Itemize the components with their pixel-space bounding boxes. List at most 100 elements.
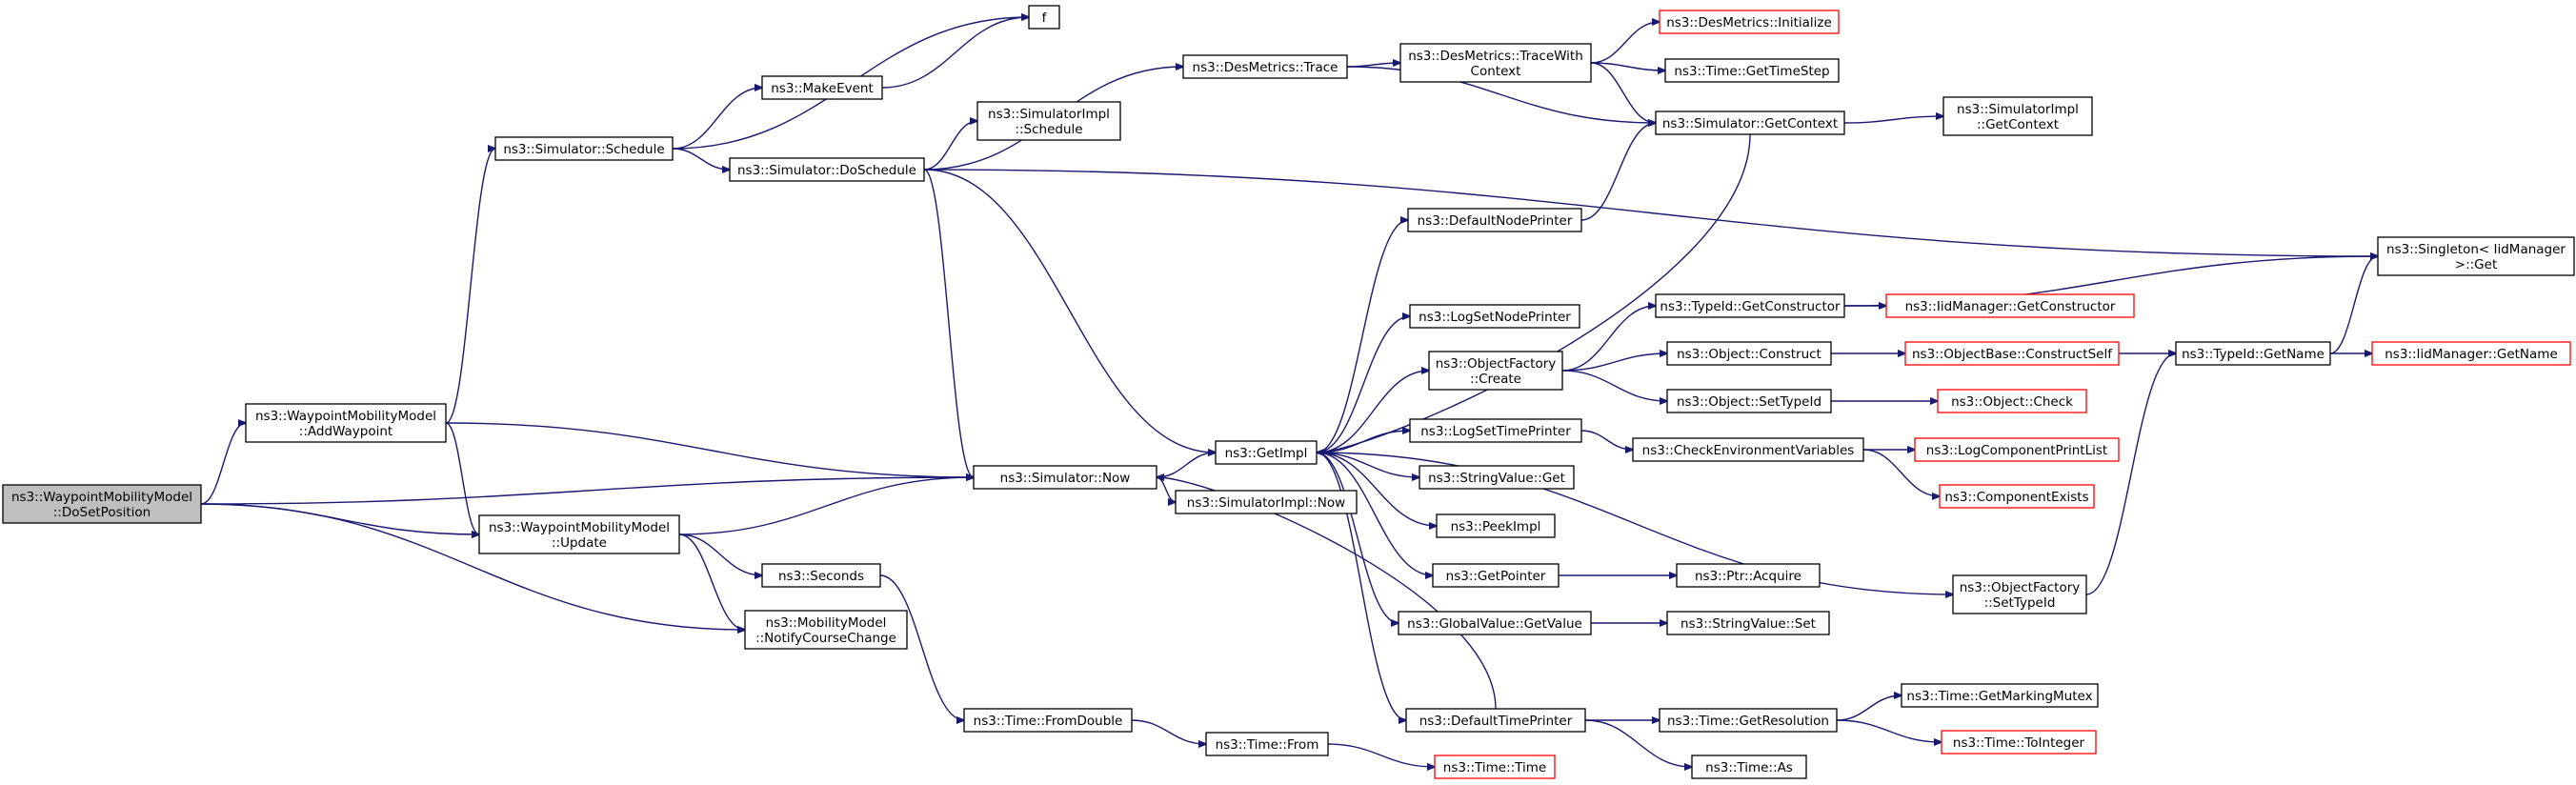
call-edge-deftimeprinter-to-now bbox=[1157, 477, 1497, 710]
call-edge-update-to-notify bbox=[678, 533, 745, 630]
node-label: ::Schedule bbox=[1015, 122, 1082, 137]
node-objconstruct[interactable]: ns3::Object::Construct bbox=[1666, 341, 1832, 366]
node-box bbox=[1407, 208, 1582, 232]
node-box bbox=[1942, 96, 2093, 136]
node-box bbox=[973, 465, 1157, 490]
node-deftimeprinter[interactable]: ns3::DefaultTimePrinter bbox=[1405, 708, 1586, 733]
call-edge-doschedule-to-simimplsched bbox=[923, 121, 977, 171]
node-tidgetctor[interactable]: ns3::TypeId::GetConstructor bbox=[1655, 293, 1845, 318]
node-label: ns3::Object::Check bbox=[1951, 394, 2073, 410]
node-box bbox=[1028, 5, 1060, 30]
node-label: ns3::TypeId::GetName bbox=[2182, 347, 2324, 362]
node-defnodeprinter[interactable]: ns3::DefaultNodePrinter bbox=[1407, 208, 1582, 232]
node-notify[interactable]: ns3::MobilityModel::NotifyCourseChange bbox=[744, 610, 908, 650]
node-timetime[interactable]: ns3::Time::Time bbox=[1434, 755, 1556, 779]
node-label: ns3::LogComponentPrintList bbox=[1926, 443, 2107, 458]
node-simimplnow[interactable]: ns3::SimulatorImpl::Now bbox=[1175, 490, 1358, 514]
node-label: ns3::Object::Construct bbox=[1677, 347, 1821, 362]
node-ptracquire[interactable]: ns3::Ptr::Acquire bbox=[1676, 563, 1821, 588]
node-obconstructself[interactable]: ns3::ObjectBase::ConstructSelf bbox=[1904, 341, 2120, 366]
call-edge-getimpl-to-peekimpl bbox=[1316, 452, 1437, 526]
call-edge-doset-to-notify bbox=[200, 503, 745, 630]
node-stringset[interactable]: ns3::StringValue::Set bbox=[1666, 611, 1830, 635]
node-fromdouble[interactable]: ns3::Time::FromDouble bbox=[963, 708, 1133, 733]
node-box bbox=[1655, 111, 1845, 135]
call-edge-ofcreate-to-tidgetctor bbox=[1561, 306, 1656, 372]
node-seconds[interactable]: ns3::Seconds bbox=[761, 563, 881, 588]
call-edge-getimpl-to-defnodeprinter bbox=[1316, 220, 1408, 453]
node-ofcreate[interactable]: ns3::ObjectFactory::Create bbox=[1428, 351, 1563, 391]
call-edge-update-to-seconds bbox=[678, 533, 762, 575]
node-dminit[interactable]: ns3::DesMetrics::Initialize bbox=[1659, 10, 1840, 34]
node-box bbox=[1434, 755, 1556, 779]
node-getresolution[interactable]: ns3::Time::GetResolution bbox=[1659, 708, 1838, 733]
node-box bbox=[1399, 43, 1592, 83]
call-edge-getimpl-to-getpointer bbox=[1316, 452, 1433, 575]
call-edge-now-to-simimplnow bbox=[1156, 476, 1176, 502]
node-simimplgetctx[interactable]: ns3::SimulatorImpl::GetContext bbox=[1942, 96, 2093, 136]
call-edge-getimpl-to-stringget bbox=[1316, 452, 1419, 477]
node-objcheck[interactable]: ns3::Object::Check bbox=[1937, 389, 2087, 413]
node-label: ns3::MobilityModel bbox=[766, 615, 887, 631]
node-doset[interactable]: ns3::WaypointMobilityModel::DoSetPositio… bbox=[2, 484, 202, 524]
node-stringget[interactable]: ns3::StringValue::Get bbox=[1419, 465, 1575, 490]
call-edge-getimpl-to-ofcreate bbox=[1316, 371, 1429, 453]
node-singleton[interactable]: ns3::Singleton< IidManager>::Get bbox=[2377, 236, 2575, 276]
node-label: ns3::Simulator::DoSchedule bbox=[737, 163, 916, 178]
node-label: ::DoSetPosition bbox=[53, 505, 151, 520]
node-update[interactable]: ns3::WaypointMobilityModel::Update bbox=[478, 514, 680, 554]
node-dmtrace[interactable]: ns3::DesMetrics::Trace bbox=[1182, 54, 1348, 79]
node-label: ns3::IidManager::GetConstructor bbox=[1905, 299, 2116, 314]
call-edge-logsettime-to-checkenv bbox=[1580, 430, 1633, 450]
node-label: ns3::MakeEvent bbox=[771, 81, 874, 96]
node-box bbox=[1632, 437, 1864, 462]
node-getmarkingmutex[interactable]: ns3::Time::GetMarkingMutex bbox=[1901, 683, 2099, 708]
call-edge-checkenv-to-compexists bbox=[1862, 449, 1940, 496]
node-label: ns3::StringValue::Get bbox=[1428, 471, 1565, 486]
node-getpointer[interactable]: ns3::GetPointer bbox=[1432, 563, 1560, 588]
node-getimpl[interactable]: ns3::GetImpl bbox=[1215, 440, 1318, 465]
call-edge-dmtracewith-to-simgetctx bbox=[1590, 62, 1656, 123]
call-edge-dmtracewith-to-gettimestep bbox=[1590, 62, 1665, 70]
node-label: ns3::Simulator::Schedule bbox=[503, 142, 664, 157]
node-compexists[interactable]: ns3::ComponentExists bbox=[1939, 484, 2095, 509]
call-edge-deftimeprinter-to-timeas bbox=[1584, 719, 1692, 767]
node-label: ns3::DesMetrics::TraceWith bbox=[1408, 49, 1583, 64]
node-iidgetctor[interactable]: ns3::IidManager::GetConstructor bbox=[1885, 293, 2135, 318]
node-objsettypeid[interactable]: ns3::Object::SetTypeId bbox=[1666, 389, 1832, 413]
node-ofsettypeid[interactable]: ns3::ObjectFactory::SetTypeId bbox=[1952, 574, 2087, 614]
node-label: ns3::GetPointer bbox=[1446, 569, 1546, 584]
node-now[interactable]: ns3::Simulator::Now bbox=[973, 465, 1157, 490]
node-iidgetname[interactable]: ns3::IidManager::GetName bbox=[2371, 341, 2571, 366]
node-label: ns3::SimulatorImpl bbox=[988, 107, 1110, 122]
call-edge-doset-to-addwp bbox=[200, 423, 246, 505]
node-label: >::Get bbox=[2455, 257, 2497, 272]
node-logcompprint[interactable]: ns3::LogComponentPrintList bbox=[1914, 437, 2120, 462]
node-gettimestep[interactable]: ns3::Time::GetTimeStep bbox=[1664, 58, 1840, 83]
call-edge-dmtrace-to-simgetctx bbox=[1346, 66, 1656, 123]
node-doschedule[interactable]: ns3::Simulator::DoSchedule bbox=[729, 157, 925, 182]
node-checkenv[interactable]: ns3::CheckEnvironmentVariables bbox=[1632, 437, 1864, 462]
node-makeevent[interactable]: ns3::MakeEvent bbox=[761, 75, 883, 100]
node-addwp[interactable]: ns3::WaypointMobilityModel::AddWaypoint bbox=[245, 403, 447, 443]
node-simgetctx[interactable]: ns3::Simulator::GetContext bbox=[1655, 111, 1845, 135]
node-f[interactable]: f bbox=[1028, 5, 1060, 30]
node-logsettime[interactable]: ns3::LogSetTimePrinter bbox=[1409, 418, 1582, 443]
node-label: ns3::CheckEnvironmentVariables bbox=[1642, 443, 1855, 458]
node-timeas[interactable]: ns3::Time::As bbox=[1691, 755, 1807, 779]
node-tointeger[interactable]: ns3::Time::ToInteger bbox=[1941, 730, 2097, 755]
node-timefrom[interactable]: ns3::Time::From bbox=[1205, 732, 1329, 756]
node-label: ns3::SimulatorImpl::Now bbox=[1187, 495, 1345, 511]
node-logsetnode[interactable]: ns3::LogSetNodePrinter bbox=[1409, 304, 1580, 329]
node-peekimpl[interactable]: ns3::PeekImpl bbox=[1436, 513, 1556, 538]
node-gvgetvalue[interactable]: ns3::GlobalValue::GetValue bbox=[1398, 611, 1592, 635]
node-box bbox=[1175, 490, 1358, 514]
node-tidgetname[interactable]: ns3::TypeId::GetName bbox=[2175, 341, 2331, 366]
node-box bbox=[1436, 513, 1556, 538]
node-schedule[interactable]: ns3::Simulator::Schedule bbox=[494, 136, 674, 161]
node-label: ns3::Time::ToInteger bbox=[1953, 735, 2085, 751]
node-box bbox=[2, 484, 202, 524]
node-simimplsched[interactable]: ns3::SimulatorImpl::Schedule bbox=[976, 101, 1121, 141]
node-label: ::Create bbox=[1470, 372, 1521, 387]
